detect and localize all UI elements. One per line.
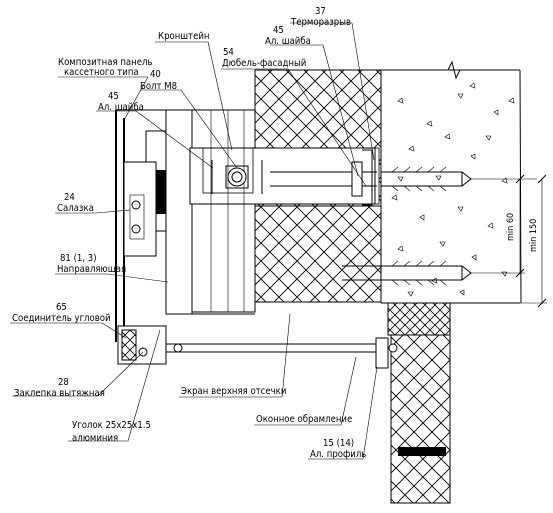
- leader-lines: [10, 22, 378, 460]
- corner-connector: [117, 325, 398, 369]
- slide-part: [123, 130, 167, 257]
- lower-dowel: [342, 260, 472, 286]
- label-washer-left-num: 45: [108, 91, 119, 102]
- concrete-aggregate: [391, 82, 515, 297]
- label-bolt: Болт М8: [140, 81, 177, 92]
- label-guide: Направляющая: [57, 264, 126, 275]
- dim-min60: min 60: [506, 213, 516, 241]
- guide-profile: [165, 109, 255, 315]
- label-dowel-num: 54: [223, 47, 234, 58]
- label-dowel: Дюбель-фасадный: [222, 58, 306, 69]
- label-bolt-num: 40: [150, 69, 161, 80]
- label-composite-panel: Композитная панель: [58, 57, 153, 68]
- dim-min150: min 150: [529, 219, 539, 252]
- label-washer-top-num: 45: [273, 25, 284, 36]
- label-corner-conn: Соединитель угловой: [12, 313, 111, 324]
- dowel-facade: [270, 149, 472, 206]
- label-angle-line2: алюминия: [72, 433, 118, 444]
- label-washer-top: Ал. шайба: [265, 36, 311, 47]
- label-al-profile-num: 15 (14): [323, 438, 354, 449]
- concrete-wall: [380, 60, 522, 304]
- label-corner-conn-num: 65: [56, 302, 67, 313]
- label-slide-num: 24: [64, 192, 75, 203]
- bracket-part: [189, 109, 376, 313]
- label-rivet-num: 28: [58, 377, 69, 388]
- label-screen: Экран верхняя отсечки: [181, 386, 286, 397]
- insulation-lower: [254, 205, 382, 303]
- dimension-lines: [470, 174, 547, 308]
- label-rivet: Заклепка вытяжная: [14, 388, 105, 399]
- label-slide: Салазка: [57, 203, 94, 214]
- label-angle: Уголок 25х25х1.5: [72, 420, 151, 431]
- labels: Композитная панель кассетного типа Кронш…: [12, 6, 366, 460]
- label-al-profile: Ал. профиль: [310, 449, 366, 460]
- window-frame: [387, 302, 451, 504]
- label-composite-panel-line2: кассетного типа: [64, 67, 139, 78]
- label-window-frame: Оконное обрамление: [256, 414, 352, 425]
- label-thermal-break-num: 37: [315, 6, 326, 17]
- label-washer-left: Ал. шайба: [98, 102, 144, 113]
- label-guide-num: 81 (1, 3): [60, 253, 97, 264]
- label-thermal-break: Терморазрыв: [290, 17, 351, 28]
- bolt-m8: [211, 160, 263, 194]
- label-bracket: Кронштейн: [158, 31, 210, 42]
